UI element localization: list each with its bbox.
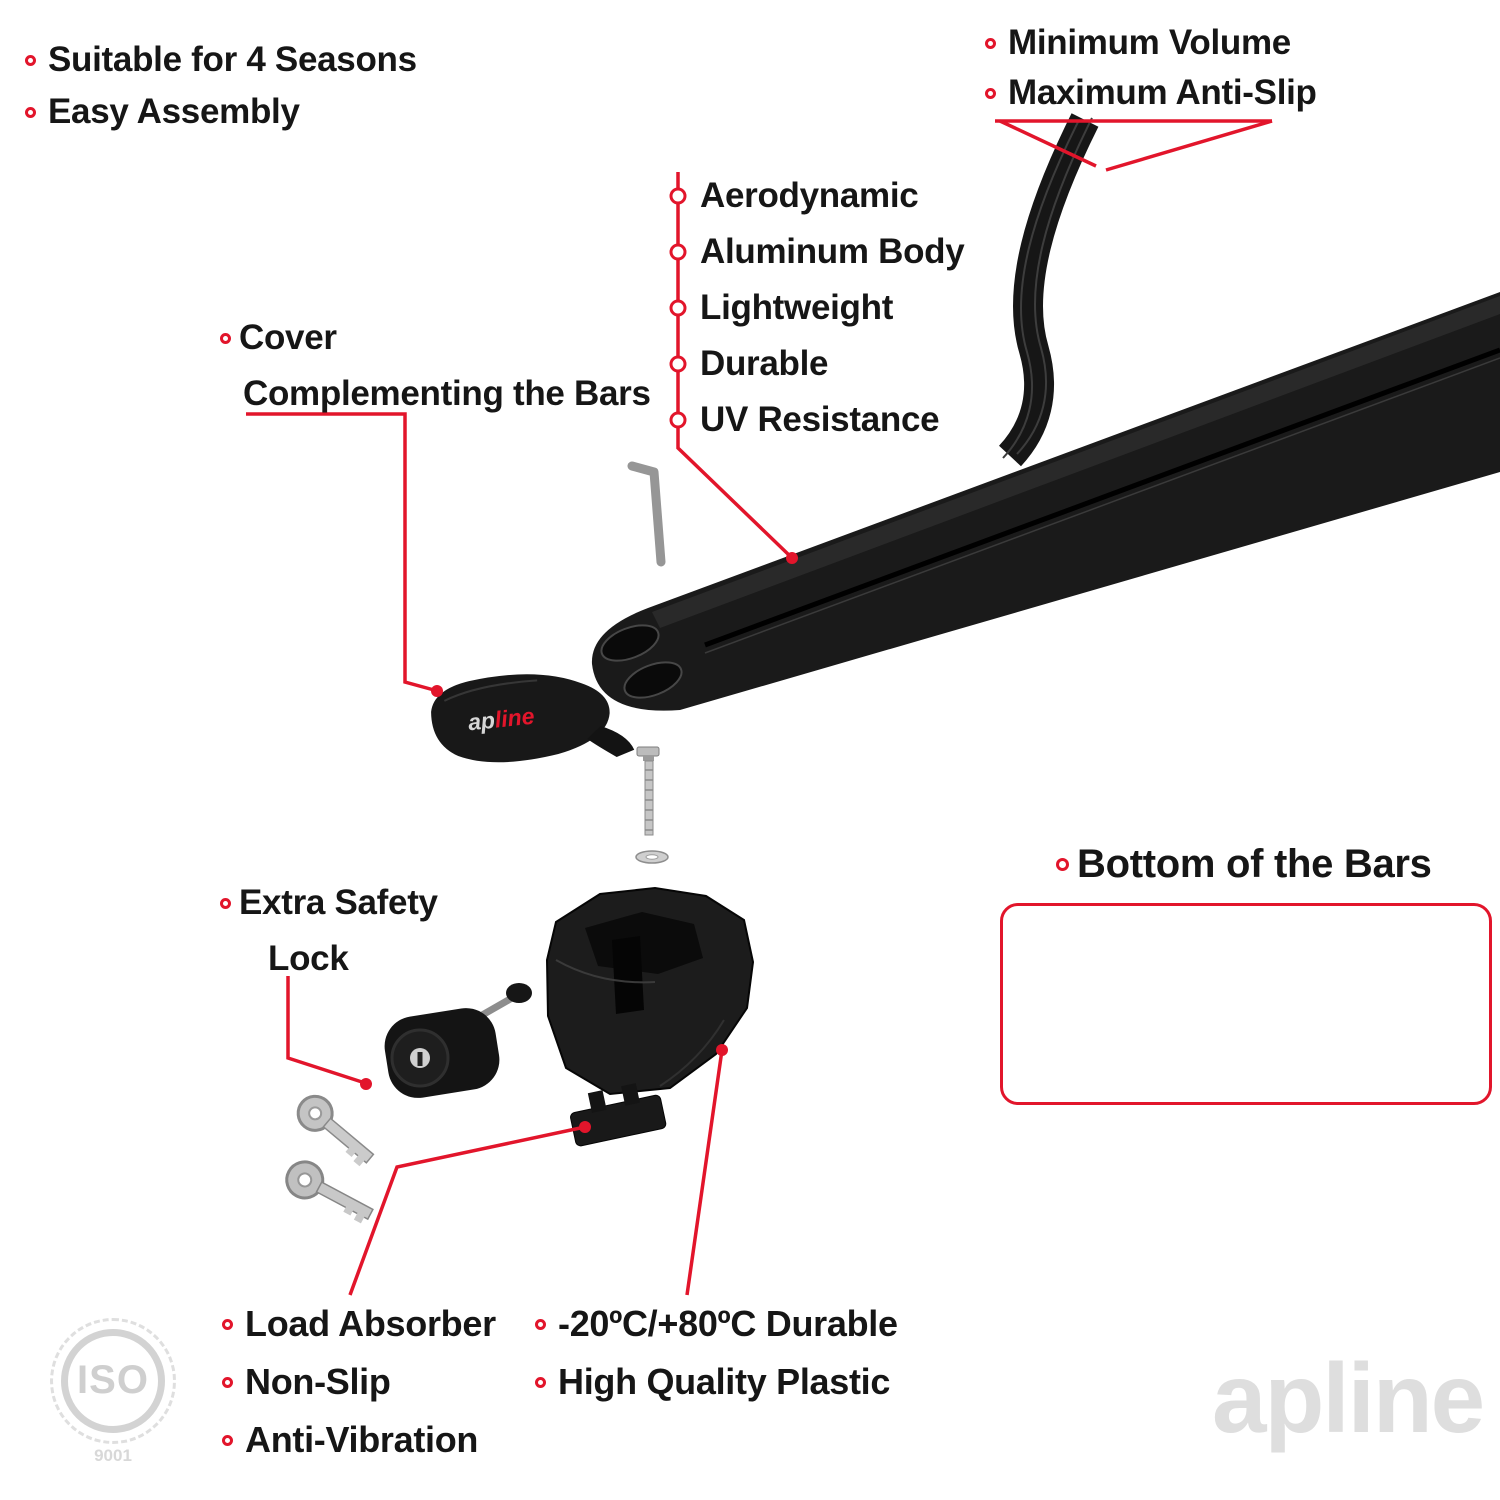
cover-brand-logo-ap: ap <box>466 706 497 736</box>
iso-certification-stamp: ISO 9001 <box>48 1318 188 1478</box>
feature-label: Suitable for 4 Seasons <box>48 40 417 79</box>
list-item: Minimum Volume <box>985 18 1317 68</box>
top-right-feature-list: Minimum Volume Maximum Anti-Slip <box>985 18 1317 118</box>
feature-label: High Quality Plastic <box>558 1361 891 1402</box>
bar-features-list: Aerodynamic Aluminum Body Lightweight Du… <box>700 168 965 448</box>
bullet-icon <box>25 106 36 118</box>
allen-key-icon <box>627 461 666 567</box>
list-item: UV Resistance <box>700 392 964 448</box>
list-item: Non-Slip <box>222 1353 496 1411</box>
safety-lock <box>384 983 532 1098</box>
list-item: Suitable for 4 Seasons <box>25 34 417 86</box>
mounting-foot <box>545 886 755 1096</box>
cover-brand-logo-line: line <box>493 702 536 733</box>
feature-label: Durable <box>700 344 829 383</box>
brand-watermark: apline <box>1212 1343 1485 1453</box>
bullet-icon <box>220 897 231 909</box>
iso-stamp-label: ISO <box>77 1358 149 1402</box>
feature-label: Maximum Anti-Slip <box>1008 73 1317 112</box>
list-item: Aerodynamic <box>700 168 964 224</box>
lock-label-line1: Extra Safety <box>220 877 438 929</box>
annotation-dots <box>360 552 798 1133</box>
bullet-icon <box>222 1376 233 1388</box>
washer <box>635 850 669 864</box>
bottom-center-feature-list: -20ºC/+80ºC Durable High Quality Plastic <box>535 1295 898 1411</box>
rubber-strip <box>998 113 1099 467</box>
cross-bar <box>591 292 1500 711</box>
feature-label: Minimum Volume <box>1008 23 1291 62</box>
annotation-lines <box>246 119 1273 1296</box>
list-item: Load Absorber <box>222 1295 496 1353</box>
list-item: Anti-Vibration <box>222 1411 496 1469</box>
pointer-line-load-absorber <box>348 1125 586 1296</box>
pointer-line-cover <box>246 412 435 692</box>
feature-label: UV Resistance <box>700 400 940 439</box>
bottom-of-bars-inset-box <box>1000 903 1492 1105</box>
feature-label: Non-Slip <box>245 1361 391 1402</box>
lock-label-line2: Lock <box>268 933 349 985</box>
iso-stamp-number: 9001 <box>94 1446 132 1465</box>
pointer-line-antislip-l <box>999 119 1097 168</box>
cover-piece <box>431 674 635 763</box>
cover-label-text: Complementing the Bars <box>243 374 651 413</box>
feature-label: Easy Assembly <box>48 92 300 131</box>
feature-label: Anti-Vibration <box>245 1419 479 1460</box>
lock-label-text: Extra Safety <box>239 883 438 922</box>
keys <box>285 1094 375 1224</box>
bullet-icon <box>985 87 996 99</box>
list-item: High Quality Plastic <box>535 1353 898 1411</box>
iso-stamp-outer-ring <box>50 1318 176 1444</box>
feature-label: Lightweight <box>700 288 894 327</box>
list-item: Durable <box>700 336 964 392</box>
bottom-of-bars-text: Bottom of the Bars <box>1077 841 1432 886</box>
load-absorber-part <box>570 1083 667 1147</box>
feature-label: Aerodynamic <box>700 176 919 215</box>
list-item: Easy Assembly <box>25 86 417 138</box>
bolt <box>636 746 660 836</box>
list-item: -20ºC/+80ºC Durable <box>535 1295 898 1353</box>
list-item: Lightweight <box>700 280 964 336</box>
bullet-icon <box>535 1376 546 1388</box>
pointer-line-lock <box>286 976 363 1084</box>
cover-label-line2: Complementing the Bars <box>243 368 651 420</box>
bottom-of-bars-label: Bottom of the Bars <box>1056 838 1432 890</box>
pointer-line-bar-features <box>676 172 792 558</box>
bullet-icon <box>222 1434 233 1446</box>
list-item: Aluminum Body <box>700 224 965 280</box>
cover-label-text: Cover <box>239 318 337 357</box>
bullet-icon <box>222 1318 233 1330</box>
top-left-feature-list: Suitable for 4 Seasons Easy Assembly <box>25 34 417 138</box>
bullet-icon <box>220 332 231 344</box>
bottom-left-feature-list: Load Absorber Non-Slip Anti-Vibration <box>222 1295 496 1469</box>
iso-stamp-ring <box>61 1329 165 1433</box>
feature-label: -20ºC/+80ºC Durable <box>558 1303 898 1344</box>
bullet-icon <box>985 37 996 49</box>
bullet-icon <box>25 54 36 66</box>
bullet-icon <box>535 1318 546 1330</box>
lock-label-text: Lock <box>268 939 349 978</box>
pointer-line-antislip-r <box>1105 119 1273 172</box>
annotation-bullets-on-line <box>669 187 687 429</box>
bar-end-caps <box>600 624 683 699</box>
list-item: Maximum Anti-Slip <box>985 68 1317 118</box>
feature-label: Aluminum Body <box>700 232 965 271</box>
cover-label-line1: Cover <box>220 312 337 364</box>
bullet-icon <box>1056 857 1069 871</box>
pointer-line-plastic <box>685 1049 724 1296</box>
feature-label: Load Absorber <box>245 1303 496 1344</box>
